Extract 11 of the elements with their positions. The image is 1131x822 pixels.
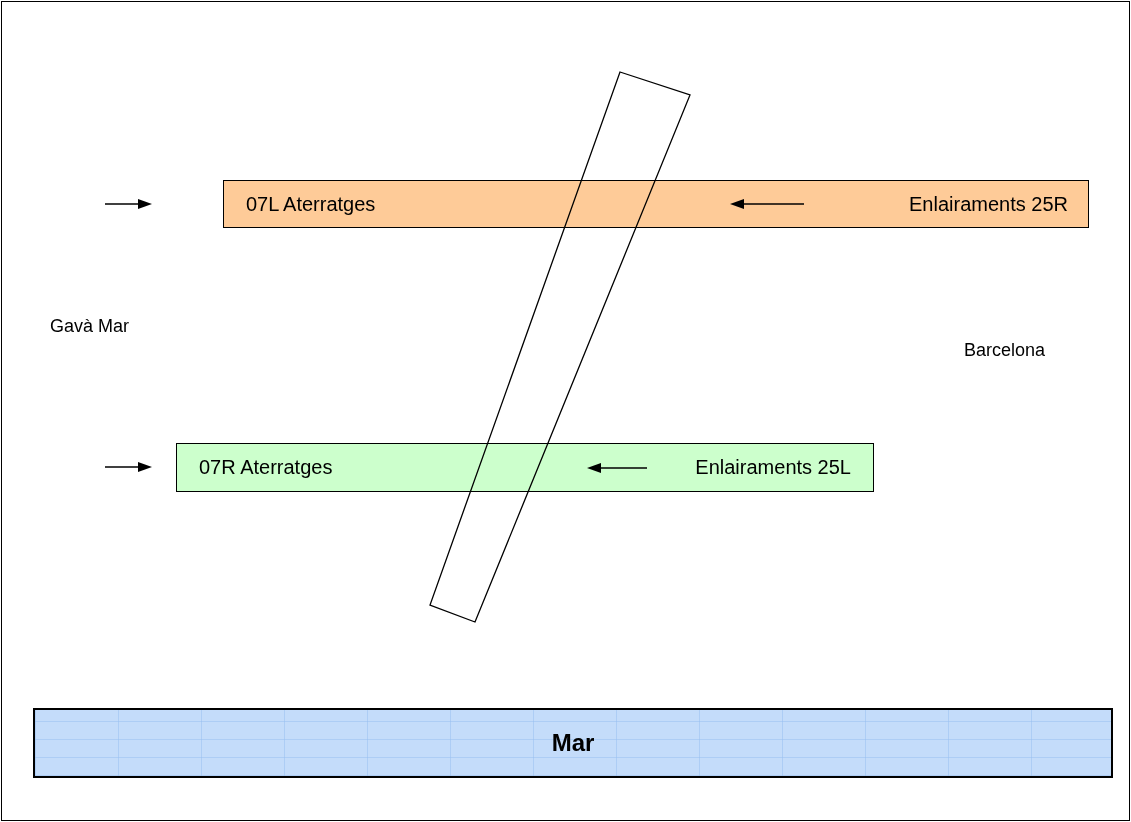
runway-label: Enlairaments 25L	[695, 456, 851, 478]
runway-label: 07L Aterratges	[246, 193, 376, 215]
place-label: Gavà Mar	[50, 316, 130, 337]
runway-strip	[430, 72, 690, 622]
runway-bar	[223, 180, 1089, 228]
runway-label: 07R Aterratges	[199, 456, 333, 478]
runway-label: Enlairaments 25R	[909, 193, 1068, 215]
sea-label: Mar	[551, 729, 595, 757]
sea-band	[33, 708, 1113, 778]
place-label: Barcelona	[964, 340, 1046, 361]
runway-bar	[176, 443, 874, 492]
